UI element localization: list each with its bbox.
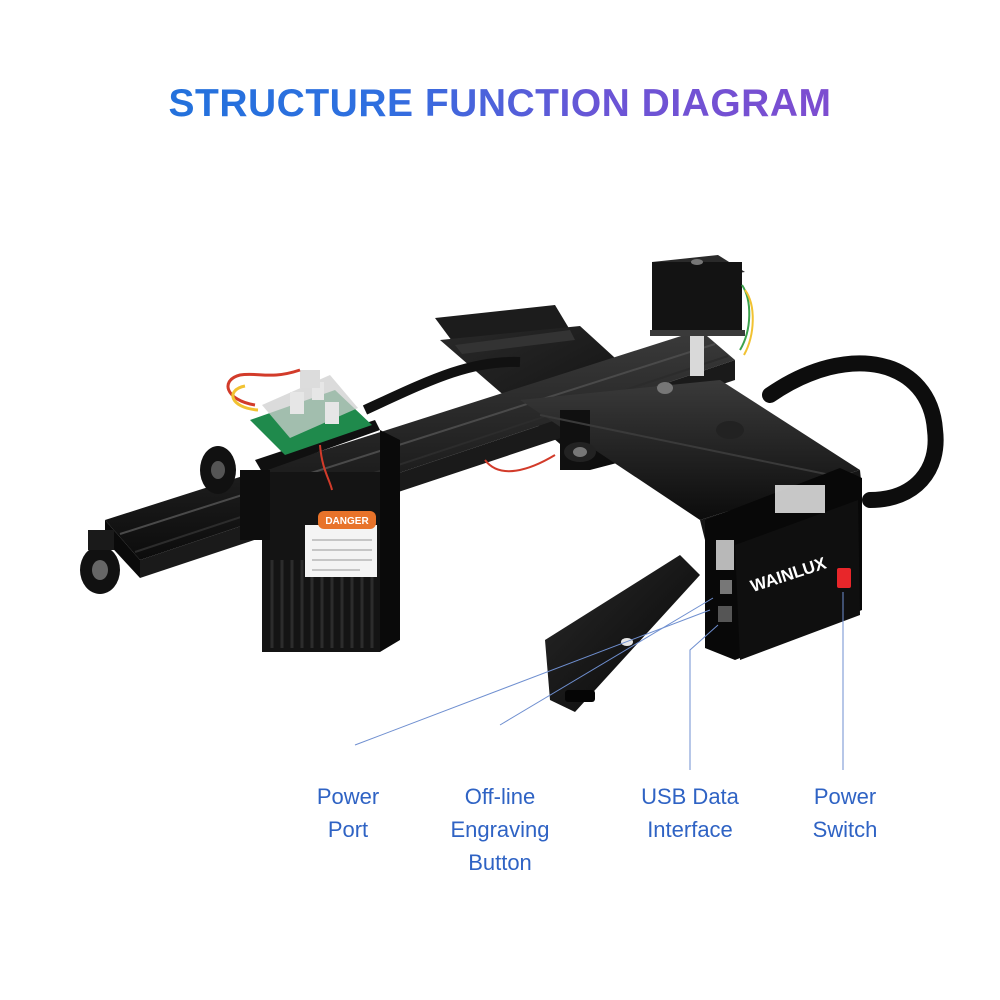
label-usb-data-interface: USB Data Interface (641, 784, 739, 842)
diagram-title: STRUCTURE FUNCTION DIAGRAM (0, 82, 1000, 126)
leader-power-port (354, 609, 711, 746)
cable-wrap (362, 356, 521, 415)
left-wheel (80, 530, 120, 594)
front-leg (545, 555, 700, 712)
laser-module: DANGER (200, 368, 400, 652)
label-power-port: Power Port (316, 784, 380, 842)
stepper-motor (650, 255, 754, 376)
label-power-switch: Power Switch (812, 784, 878, 842)
power-switch[interactable] (837, 568, 851, 588)
power-port[interactable] (718, 606, 732, 622)
usb-port[interactable] (716, 540, 734, 570)
leader-offline-button (499, 597, 714, 726)
danger-text: DANGER (325, 516, 369, 527)
control-box: WAINLUX (705, 468, 862, 660)
label-offline-engraving-button: Off-line Engraving Button (450, 784, 550, 875)
control-cable (762, 355, 944, 508)
leader-lines (354, 592, 844, 770)
engraving-button[interactable] (720, 580, 732, 594)
leader-usb (689, 624, 719, 770)
danger-sticker (318, 511, 376, 529)
